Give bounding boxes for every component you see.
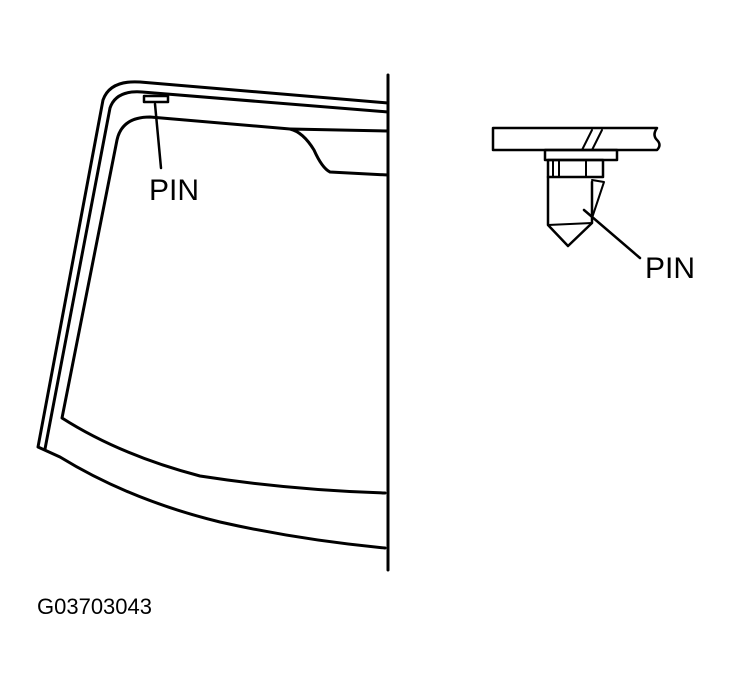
- panel-hatch-1: [581, 129, 593, 151]
- pin-collar: [546, 158, 605, 179]
- pin-tip-line: [547, 222, 593, 226]
- windshield-inner-border-top: [60, 115, 387, 495]
- panel-hatch-2: [591, 129, 603, 151]
- detail-pin-label: PIN: [645, 252, 696, 285]
- pin-base: [543, 148, 619, 162]
- windshield-pin-label: PIN: [149, 174, 200, 207]
- pin-leader-line: [153, 102, 163, 170]
- windshield-outer-edge: [36, 80, 390, 550]
- figure-id: G03703043: [37, 594, 152, 619]
- body-panel: [491, 126, 661, 152]
- windshield-pin-icon: [142, 94, 170, 104]
- pin-body: [546, 175, 594, 248]
- windshield-outer-edge-inner: [43, 90, 390, 451]
- windshield-inner-border: [288, 127, 390, 177]
- detail-pin-leader-line: [582, 208, 642, 260]
- pin-tab: [591, 179, 605, 219]
